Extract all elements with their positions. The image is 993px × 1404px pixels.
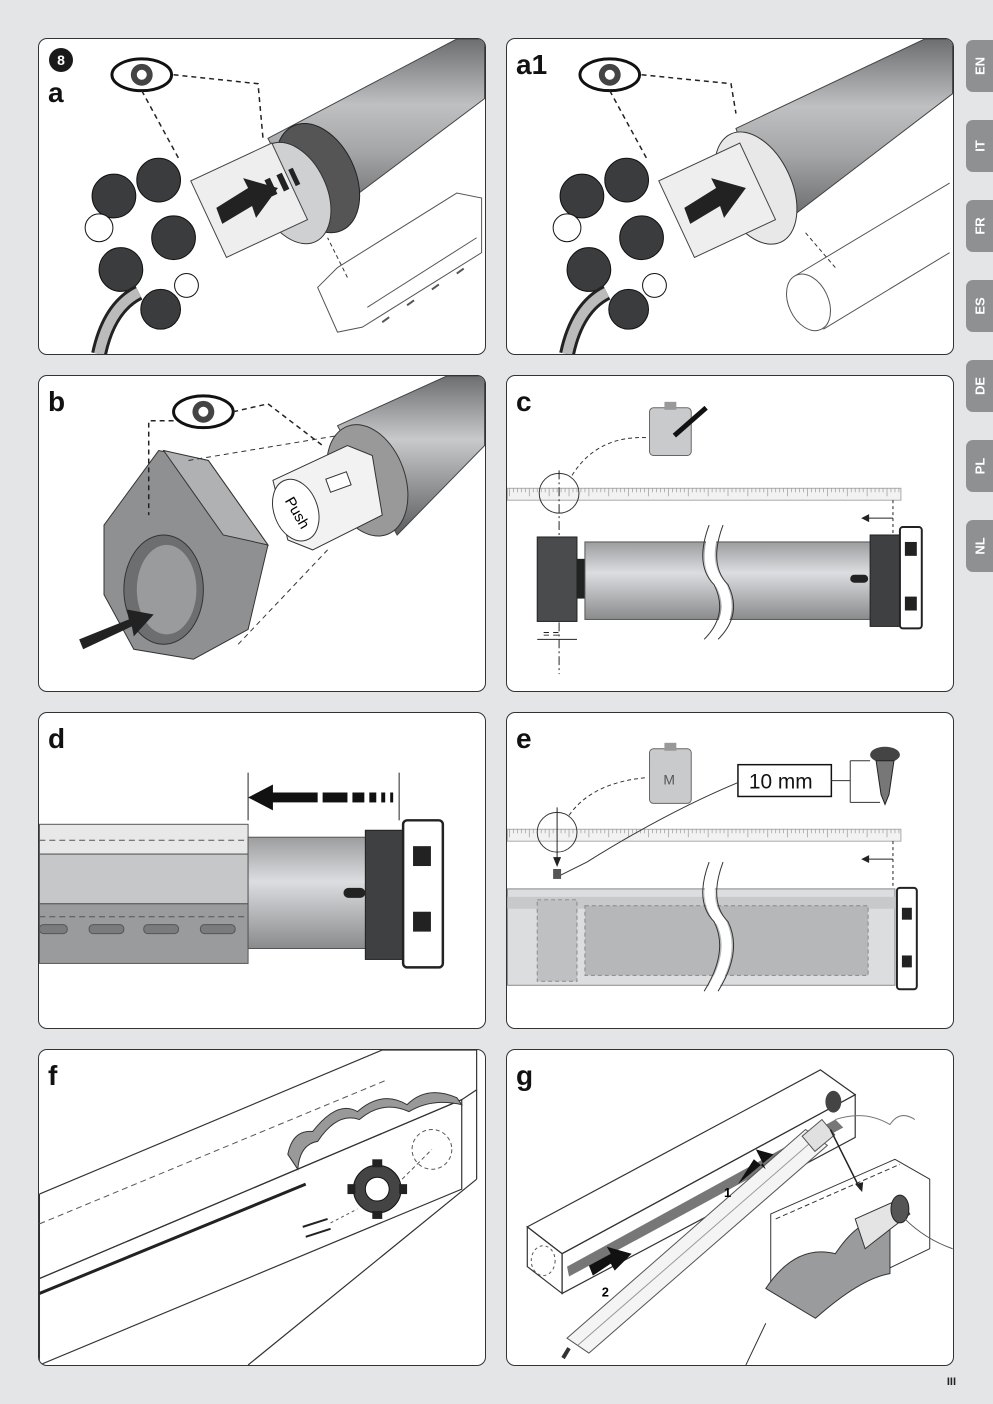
language-tab-it[interactable]: IT	[966, 120, 993, 172]
panel-g: 1 2 g	[506, 1049, 954, 1366]
illustration-motor-adapter-round	[552, 39, 953, 354]
panel-label: g	[516, 1060, 534, 1091]
step-number-1: 1	[724, 1185, 731, 1200]
push-button-part: Push	[272, 445, 383, 551]
panel-label: c	[516, 386, 532, 417]
insert-arrow	[79, 609, 154, 650]
language-tab-label: FR	[972, 217, 987, 235]
language-tab-en[interactable]: EN	[966, 40, 993, 92]
notepad-icon	[649, 401, 708, 456]
slide-arrow	[248, 784, 394, 811]
illustration-insert-in-box: 1 2	[526, 1069, 953, 1365]
language-tab-de[interactable]: DE	[966, 360, 993, 412]
ruler	[507, 828, 902, 842]
illustration-motor-adapter-octagonal	[84, 39, 485, 354]
panel-a: 8 a	[38, 38, 486, 355]
language-tab-fr[interactable]: FR	[966, 200, 993, 252]
illustration-crown-push: Push	[79, 376, 485, 660]
panel-label: f	[48, 1060, 58, 1091]
screw-icon	[870, 746, 900, 806]
eye-icon	[172, 394, 235, 430]
language-tab-label: DE	[972, 376, 987, 396]
language-tab-es[interactable]: ES	[966, 280, 993, 332]
figure-number-badge: 8	[49, 48, 73, 72]
language-tab-label: NL	[972, 537, 987, 555]
eye-icon	[110, 57, 174, 93]
language-tab-label: PL	[972, 457, 987, 475]
eye-icon	[578, 57, 642, 93]
panel-label: a	[48, 77, 64, 108]
panel-label: a1	[516, 49, 548, 80]
bracket-part	[347, 1159, 408, 1219]
panel-b: Push b	[38, 375, 486, 692]
language-tab-label: EN	[972, 56, 987, 76]
ruler	[507, 487, 902, 501]
page-number: III	[946, 1376, 956, 1388]
illustration-measure-length: = =	[507, 401, 923, 675]
illustration-screw-fix: M 10 mm	[507, 742, 918, 994]
panel-label: b	[48, 386, 66, 417]
illustration-bracket-mount	[39, 1050, 478, 1365]
panel-c: = = c	[506, 375, 954, 692]
language-tab-pl[interactable]: PL	[966, 440, 993, 492]
motor-tube	[561, 1118, 836, 1360]
language-tab-nl[interactable]: NL	[966, 520, 993, 572]
illustration-insert-tube	[39, 772, 445, 969]
language-tab-label: IT	[972, 140, 987, 152]
panel-label: e	[516, 723, 532, 754]
dimension-label: 10 mm	[749, 771, 813, 794]
memo-tag-icon: M	[649, 742, 692, 804]
panel-a1: a1	[506, 38, 954, 355]
panel-label: d	[48, 723, 66, 754]
step-number-2: 2	[602, 1284, 609, 1299]
panel-d: d	[38, 712, 486, 1029]
language-tab-label: ES	[972, 297, 987, 315]
dimension-marks: = =	[543, 628, 559, 640]
memo-tag-letter: M	[663, 772, 675, 788]
panel-f: f	[38, 1049, 486, 1366]
panel-e: M 10 mm e	[506, 712, 954, 1029]
